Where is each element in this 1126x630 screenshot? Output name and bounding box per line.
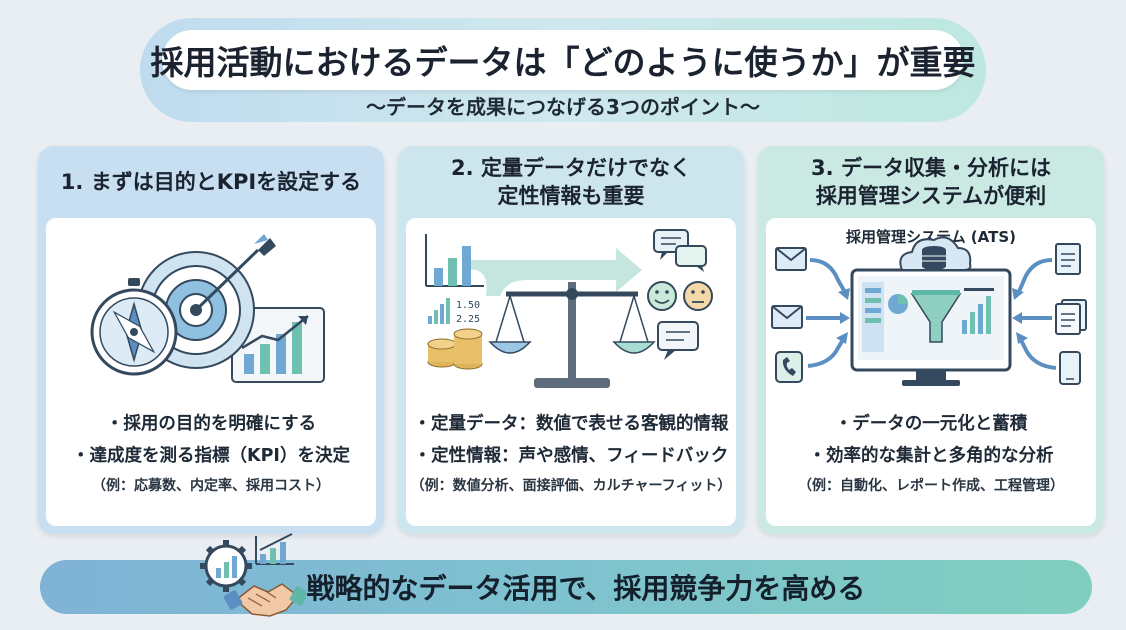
example-note: （例：自動化、レポート作成、工程管理） <box>798 478 1064 494</box>
neutral-face-icon <box>683 281 713 311</box>
banner-text: 戦略的なデータ活用で、採用競争力を高める <box>306 572 866 605</box>
chat-bubble-icon <box>657 321 699 360</box>
conclusion-banner: 戦略的なデータ活用で、採用競争力を高める <box>40 560 1092 614</box>
bullet-list: ・定量データ：数値で表せる客観的情報 ・定性情報：声や感情、フィードバック （例… <box>406 408 736 500</box>
chat-bubble-icon <box>653 229 707 272</box>
coins-icon <box>427 328 483 370</box>
card-title-line: 採用管理システムが便利 <box>815 184 1047 208</box>
card-ats: 3. データ収集・分析には 採用管理システムが便利 採用管理システム (ATS) <box>758 146 1104 534</box>
bullet-item: ・定性情報：声や感情、フィードバック <box>413 446 729 466</box>
card-title-line: 定性情報も重要 <box>497 184 645 208</box>
phone-icon <box>775 351 803 383</box>
card-title-line: 2. 定量データだけでなく <box>451 155 691 180</box>
card-kpi: 1. まずは目的とKPIを設定する <box>38 146 384 534</box>
gear-chart-icon <box>200 540 252 592</box>
example-note: （例：数値分析、面接評価、カルチャーフィット） <box>410 478 732 494</box>
kpi-illustration <box>90 234 325 383</box>
bullet-item: ・達成度を測る指標（KPI）を決定 <box>72 446 350 466</box>
chart-value: 1.50 <box>456 300 480 311</box>
card-header: 3. データ収集・分析には 採用管理システムが便利 <box>758 146 1104 218</box>
ats-illustration <box>771 236 1087 386</box>
page-title: 採用活動におけるデータは「どのように使うか」が重要 <box>150 43 976 82</box>
ats-label: 採用管理システム (ATS) <box>846 228 1016 246</box>
chart-value: 2.25 <box>456 314 480 325</box>
growth-chart-icon <box>255 533 294 565</box>
document-icon <box>1055 299 1087 335</box>
scale-illustration: 1.50 2.25 <box>425 229 713 388</box>
phone-icon <box>1059 351 1081 385</box>
smiley-icon <box>647 281 677 311</box>
bullet-item: ・効率的な集計と多角的な分析 <box>808 446 1054 466</box>
mini-bars-icon <box>428 298 450 324</box>
growth-chart-icon <box>231 307 325 383</box>
mail-icon <box>775 247 807 271</box>
bullet-item: ・採用の目的を明確にする <box>105 414 317 434</box>
bar-chart-icon <box>425 234 484 287</box>
banner-icons <box>200 533 306 617</box>
bullet-item: ・データの一元化と蓄積 <box>834 414 1028 434</box>
card-body: ・採用の目的を明確にする ・達成度を測る指標（KPI）を決定 （例：応募数、内定… <box>46 218 376 526</box>
funnel-icon <box>910 290 962 343</box>
card-title-line: 3. データ収集・分析には <box>811 155 1051 180</box>
card-body: 1.50 2.25 <box>406 218 736 526</box>
bullet-list: ・採用の目的を明確にする ・達成度を測る指標（KPI）を決定 （例：応募数、内定… <box>46 408 376 500</box>
example-note: （例：応募数、内定率、採用コスト） <box>92 478 330 494</box>
card-data-types: 2. 定量データだけでなく 定性情報も重要 1.50 2.25 <box>398 146 744 534</box>
balance-scale-icon <box>488 282 656 388</box>
title-pill: 採用活動におけるデータは「どのように使うか」が重要 <box>151 30 976 90</box>
handshake-icon <box>223 583 306 617</box>
card-header: 2. 定量データだけでなく 定性情報も重要 <box>398 146 744 218</box>
compass-icon <box>90 278 178 376</box>
page-subtitle: 〜データを成果につなげる3つのポイント〜 <box>366 94 760 119</box>
card-body: 採用管理システム (ATS) <box>766 218 1096 526</box>
card-header: 1. まずは目的とKPIを設定する <box>38 146 384 218</box>
mail-icon <box>771 305 803 329</box>
bullet-list: ・データの一元化と蓄積 ・効率的な集計と多角的な分析 （例：自動化、レポート作成… <box>766 408 1096 500</box>
document-icon <box>1055 243 1081 275</box>
card-title: 1. まずは目的とKPIを設定する <box>60 169 362 194</box>
bullet-item: ・定量データ：数値で表せる客観的情報 <box>413 414 729 434</box>
cloud-database-icon <box>899 236 972 271</box>
